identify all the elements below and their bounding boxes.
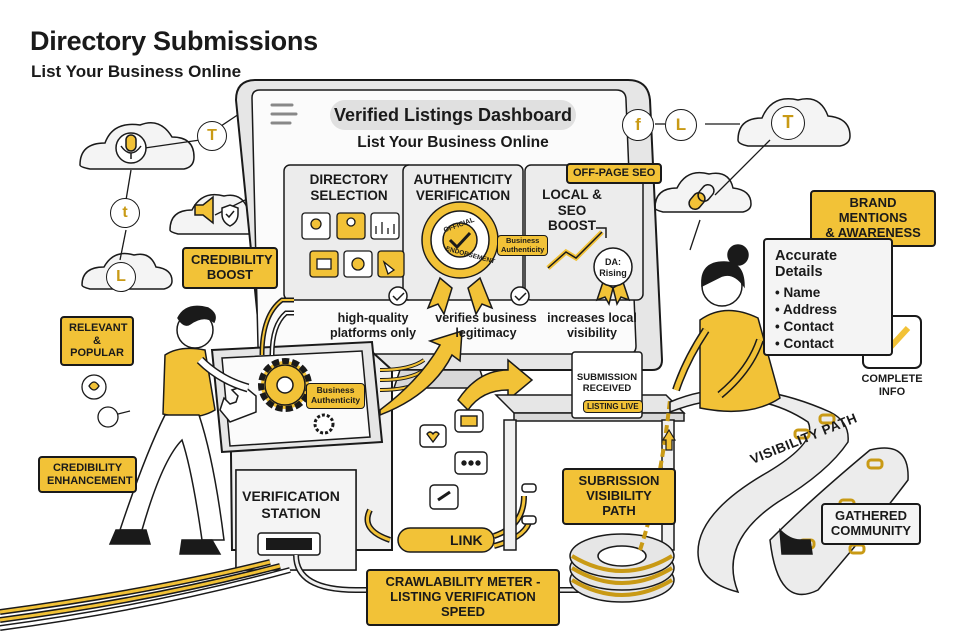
verification-station: [0, 297, 586, 631]
detail-item-address: • Address: [775, 302, 838, 317]
social-l2-icon: L: [665, 109, 697, 141]
details-list: • Name • Address • Contact • Contact: [775, 284, 881, 352]
speaker-icon: [194, 195, 239, 227]
da-rising-medal: DA: Rising: [599, 257, 627, 278]
link-icon: [688, 183, 715, 211]
visibility-path-ribbon: [669, 388, 909, 596]
relevant-popular-callout: RELEVANT & POPULAR: [60, 316, 134, 366]
credibility-enhancement-callout: CREDIBILITY ENHANCEMENT: [38, 456, 137, 494]
microphone-icon: [115, 132, 147, 164]
business-authenticity-tag: Business Authenticity: [497, 235, 549, 257]
social-t-icon: T: [197, 121, 227, 151]
arrow-to-dashboard: [379, 329, 534, 417]
verification-station-label: VERIFICATION STATION: [242, 488, 340, 521]
dashboard-subtitle: List Your Business Online: [357, 134, 549, 151]
official-seal-icon: [421, 201, 499, 316]
dashboard-monitor: [234, 79, 664, 389]
detail-item-contact-2: • Contact: [775, 336, 834, 351]
local-seo-caption: increases local visibility: [547, 311, 637, 340]
accurate-details-box: Accurate Details • Name • Address • Cont…: [763, 238, 893, 356]
local-seo-boost-heading: LOCAL & SEO BOOST: [542, 187, 602, 234]
complete-info-label: COMPLETE INFO: [861, 373, 923, 399]
social-t2-icon: T: [771, 106, 805, 140]
directory-selection-heading: DIRECTORY SELECTION: [309, 172, 389, 203]
social-tumblr-icon: t: [110, 198, 140, 228]
credibility-boost-callout: CREDIBILITY BOOST: [182, 247, 278, 289]
link-label: LINK: [450, 532, 483, 548]
medal-icon: [593, 247, 633, 306]
page-subtitle: List Your Business Online: [31, 62, 242, 81]
detail-item-name: • Name: [775, 285, 821, 300]
gear-business-authenticity-tag: Business Authenticity: [306, 383, 366, 409]
submission-visibility-callout: SUBRISSION VISIBILITY PATH: [562, 468, 676, 525]
growth-chart-icon: [546, 227, 607, 270]
directory-caption: high-quality platforms only: [329, 311, 417, 340]
gathered-community-callout: GATHERED COMMUNITY: [821, 503, 921, 545]
submission-received-label: SUBMISSION RECEIVED: [576, 372, 638, 395]
off-page-seo-tag: OFF-PAGE SEO: [566, 163, 663, 184]
listing-live-tag: LISTING LIVE: [583, 400, 643, 414]
authenticity-caption: verifies business legitimacy: [435, 311, 537, 340]
detail-item-contact: • Contact: [775, 319, 834, 334]
person-left: [108, 305, 250, 555]
authenticity-verification-heading: AUTHENTICITY VERIFICATION: [413, 172, 513, 203]
social-f-icon: f: [622, 109, 654, 141]
person-right: [672, 244, 813, 555]
crawlability-meter-callout: CRAWLABILITY METER - LISTING VERIFICATIO…: [366, 569, 560, 626]
accurate-details-title: Accurate Details: [775, 248, 838, 280]
social-l-icon: L: [106, 262, 136, 292]
chain-coil-icon: [569, 399, 675, 603]
dashboard-title: Verified Listings Dashboard: [330, 100, 576, 130]
page-title: Directory Submissions: [30, 26, 318, 56]
